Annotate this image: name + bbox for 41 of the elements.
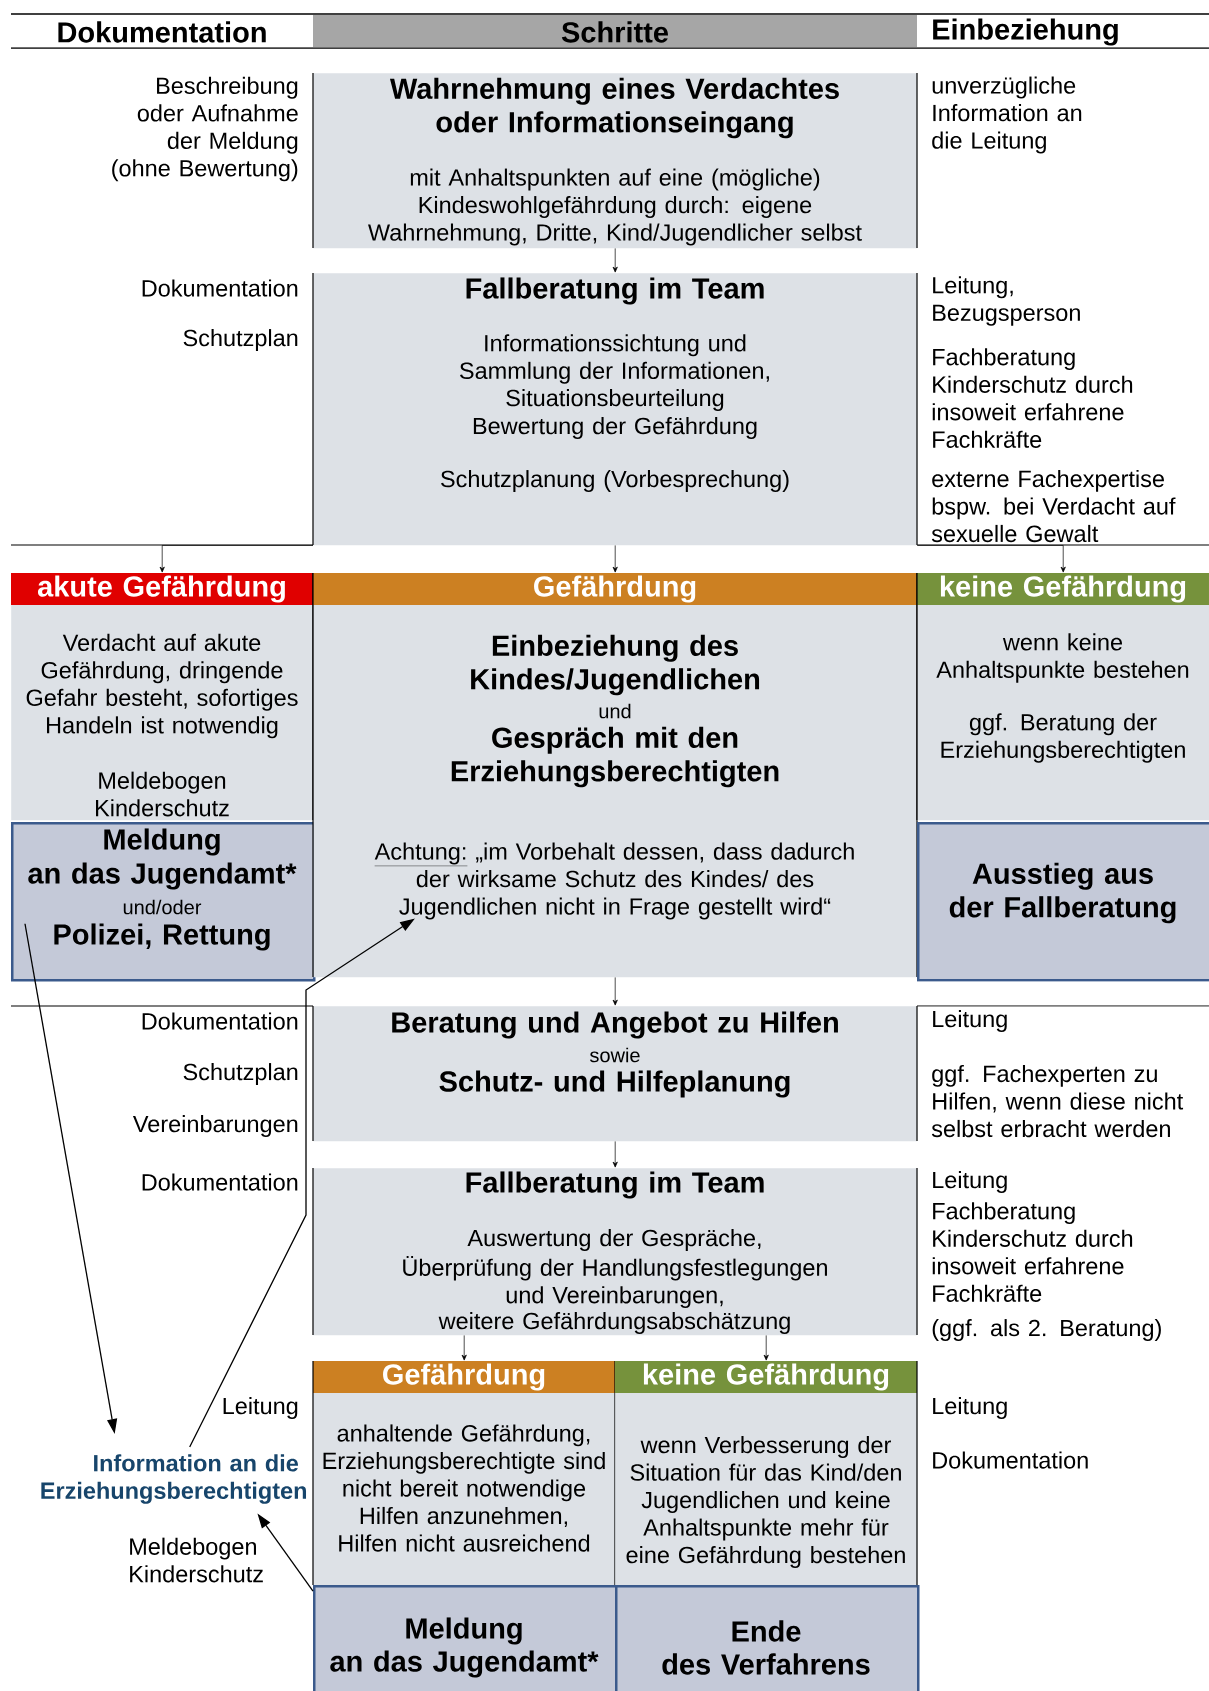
- node-label: wenn Verbesserung der Situation für das Kind/den Jugendlichen und keine Anhaltspunkte mehr für eine Gefährdung bestehen: [626, 1436, 905, 1568]
- node-label: keine Gefährdung: [643, 1363, 889, 1391]
- process-box: Wahrnehmung eines Verdachtes oder Informationseingang mit Anhaltspunkten auf eine (mögliche) Kindeswohlgefährdung durch: eigene Wahrnehmung, Dritte, Kind/Jugendlicher selbst: [312, 72, 918, 249]
- outcome-box: Ausstieg aus der Fallberatung: [917, 822, 1209, 982]
- arrow: [917, 545, 1066, 573]
- outcome-box: Ende des Verfahrens: [615, 1585, 920, 1691]
- arrow: [612, 977, 618, 1006]
- side-note: Dokumentation: [142, 1173, 298, 1191]
- arrow: [461, 1335, 467, 1361]
- category-panel: Gefährdung anhaltende Gefährdung, Erziehungsberechtigte sind nicht bereit notwendige Hilfen anzunehmen, Hilfen nicht ausreichend: [312, 1360, 616, 1586]
- process-box: Fallberatung im Team Auswertung der Gespräche, Überprüfung der Handlungsfestlegungen und Vereinbarungen, weitere Gefährdungsabschätzung: [312, 1167, 918, 1336]
- arrow: [612, 1141, 618, 1168]
- side-note: ggf. Fachexperten zu Hilfen, wenn diese nicht selbst erbracht werden: [931, 1064, 1184, 1138]
- info-text: Information an die Erziehungsberechtigten: [41, 1454, 306, 1504]
- column-header: Einbeziehung: [933, 18, 1118, 46]
- side-note: Fachberatung Kinderschutz durch insoweit erfahrene Fachkräfte: [932, 1202, 1133, 1302]
- arrow: [763, 1335, 769, 1361]
- side-note: (ggf. als 2. Beratung): [932, 1319, 1161, 1341]
- side-note: Dokumentation: [142, 279, 298, 297]
- side-note: Leitung: [933, 1010, 1007, 1032]
- side-note: Vereinbarungen: [132, 1115, 298, 1137]
- side-note: Schutzplan: [183, 1063, 298, 1085]
- side-note: Dokumentation: [142, 1012, 298, 1030]
- process-box: Fallberatung im Team Informationssichtung und Sammlung der Informationen, Situationsbeurteilung Bewertung der Gefährdung Schutzplanung (Vorbesprechung): [312, 272, 918, 546]
- outcome-box: Meldung an das Jugendamt*: [313, 1585, 618, 1691]
- side-note: externe Fachexpertise bspw. bei Verdacht auf sexuelle Gewalt: [931, 469, 1176, 543]
- side-note: Meldebogen Kinderschutz: [130, 1537, 263, 1583]
- category-panel: keine Gefährdung wenn Verbesserung der Situation für das Kind/den Jugendlichen und keine Anhaltspunkte mehr für eine Gefährdung bestehen: [615, 1360, 918, 1586]
- process-box: Beratung und Angebot zu Hilfen sowie Schutz- und Hilfeplanung: [312, 1005, 918, 1142]
- arrow: [612, 545, 618, 573]
- arrow: [612, 248, 618, 273]
- category-panel: akute Gefährdung Verdacht auf akute Gefährdung, dringende Gefahr besteht, sofortiges Handeln ist notwendig Meldebogen Kinderschutz: [11, 572, 314, 821]
- column-header-bar: Schritte: [313, 15, 917, 47]
- side-note: Leitung: [933, 1171, 1007, 1193]
- category-panel: keine Gefährdung wenn keine Anhaltspunkte bestehen ggf. Beratung der Erziehungsberechtigten: [916, 572, 1209, 821]
- side-note: Leitung, Bezugsperson: [933, 276, 1080, 326]
- column-header: Dokumentation: [58, 21, 266, 43]
- side-note: Leitung: [933, 1397, 1007, 1419]
- side-note: Leitung: [223, 1397, 298, 1419]
- outcome-box: Meldung an das Jugendamt* und/oder Polizei, Rettung: [11, 822, 316, 982]
- arrow: [159, 545, 314, 573]
